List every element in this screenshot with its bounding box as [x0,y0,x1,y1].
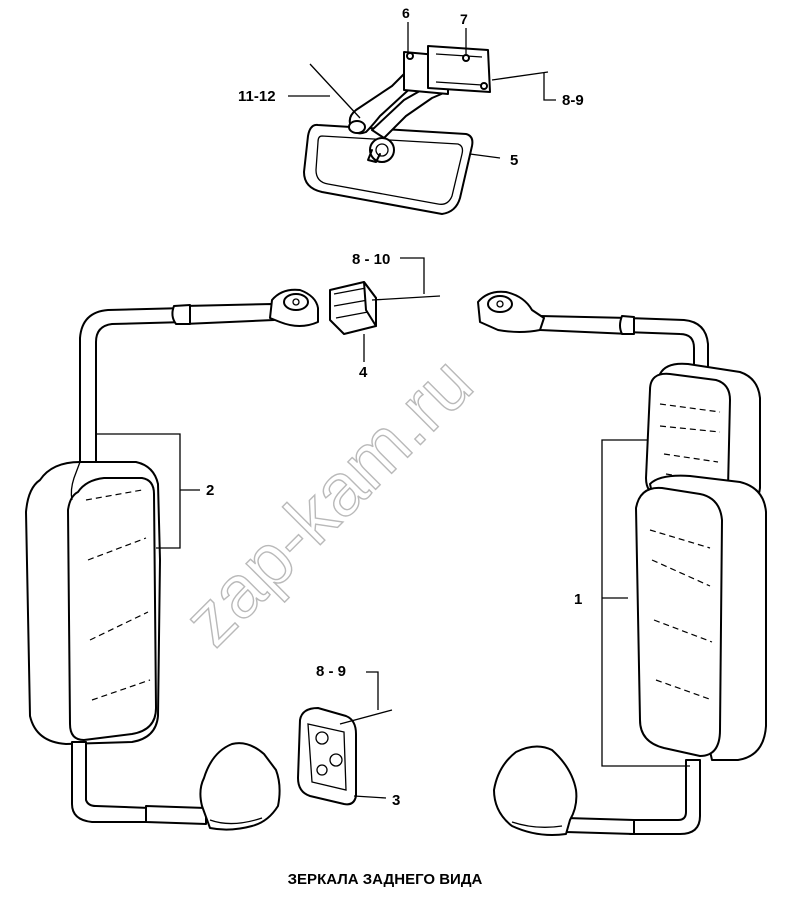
callout-5: 5 [510,152,518,169]
callout-7: 7 [460,11,468,27]
callouts: 6 7 11-12 8-9 5 8 - 10 4 2 1 8 - 9 3 [206,5,584,809]
part-3-clamp [297,707,357,806]
callout-8-9-bottom: 8 - 9 [316,663,346,680]
left-mirror-assembly [25,288,319,831]
part-4-bracket [329,281,377,335]
right-mirror-assembly [477,290,767,836]
leader-lines [96,22,690,799]
callout-4: 4 [359,364,368,381]
callout-3: 3 [392,792,400,809]
callout-11-12: 11-12 [238,88,276,105]
watermark: zap-kam.ru [168,341,488,661]
callout-1: 1 [574,591,582,608]
diagram-caption: ЗЕРКАЛА ЗАДНЕГО ВИДА [288,871,483,888]
callout-8-9-top: 8-9 [562,92,584,109]
callout-2: 2 [206,482,214,499]
small-mirror-assembly [303,45,491,215]
callout-6: 6 [402,5,410,21]
callout-8-10: 8 - 10 [352,251,390,268]
